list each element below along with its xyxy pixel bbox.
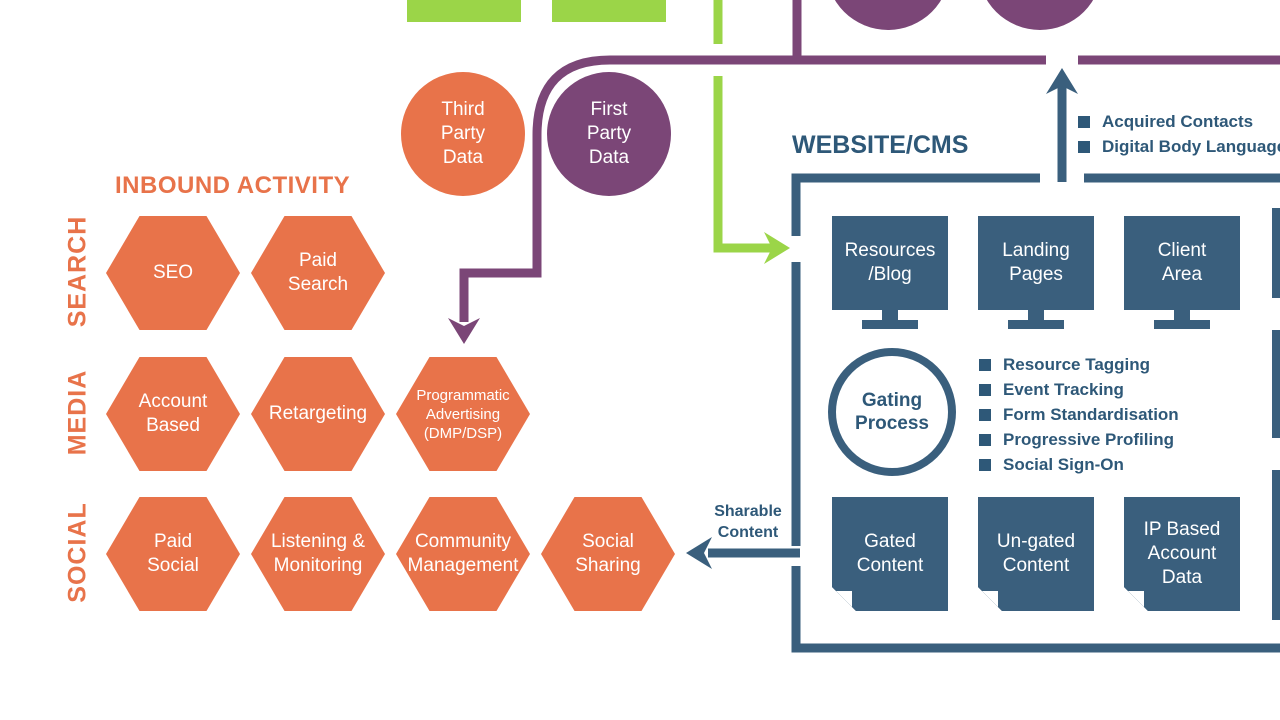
- monitor-base: [1154, 320, 1210, 329]
- feature-form-standardisation: Form Standardisation: [979, 402, 1179, 427]
- doc-gated-content: Gated Content: [832, 497, 948, 611]
- feature-resource-tagging: Resource Tagging: [979, 352, 1179, 377]
- green-block-right: [552, 0, 666, 22]
- hex-retargeting: Retargeting: [251, 357, 385, 471]
- green-block-left: [407, 0, 521, 22]
- hex-community-management-label: Community Management: [407, 531, 519, 576]
- frame-edge-3: [1272, 470, 1280, 620]
- monitor-neck: [882, 310, 898, 320]
- website-cms-title: WEBSITE/CMS: [792, 131, 969, 159]
- monitor-base: [862, 320, 918, 329]
- green-arrow-head: [764, 232, 790, 264]
- row-label-search: SEARCH: [63, 215, 92, 328]
- purple-arrow-head: [448, 318, 480, 344]
- monitor-resources-blog: Resources /Blog: [832, 216, 948, 332]
- monitor-neck: [1028, 310, 1044, 320]
- monitor-landing-pages-screen: Landing Pages: [978, 216, 1094, 310]
- doc-fold-icon: [832, 587, 856, 611]
- website-frame-top: [791, 173, 1040, 236]
- hex-paid-search-label: Paid Search: [287, 250, 349, 295]
- doc-gated-content-label: Gated Content: [856, 531, 924, 576]
- gating-process-circle: Gating Process: [828, 348, 956, 476]
- monitor-neck: [1174, 310, 1190, 320]
- row-label-social: SOCIAL: [63, 502, 92, 603]
- feature-event-tracking: Event Tracking: [979, 377, 1179, 402]
- website-outputs-list: Acquired Contacts Digital Body Language: [1078, 109, 1280, 159]
- inbound-activity-title: INBOUND ACTIVITY: [115, 172, 351, 199]
- hex-seo-label: SEO: [152, 262, 194, 283]
- hex-listening-monitoring: Listening & Monitoring: [251, 497, 385, 611]
- monitor-client-area: Client Area: [1124, 216, 1240, 332]
- hex-paid-social-label: Paid Social: [147, 531, 199, 576]
- first-party-data-circle: First Party Data: [547, 72, 671, 196]
- hex-account-based-label: Account Based: [138, 391, 208, 436]
- hex-social-sharing-label: Social Sharing: [575, 531, 641, 576]
- feature-social-sign-on: Social Sign-On: [979, 452, 1179, 477]
- doc-ungated-content-label: Un-gated Content: [996, 531, 1076, 576]
- sharable-content-label: Sharable Content: [714, 503, 782, 541]
- navy-up-arrow-head: [1046, 68, 1078, 94]
- output-acquired-contacts: Acquired Contacts: [1078, 109, 1280, 134]
- website-frame-bottom: [791, 566, 1280, 653]
- monitor-landing-pages-label: Landing Pages: [1002, 240, 1070, 285]
- frame-edge-1: [1272, 208, 1280, 298]
- monitor-base: [1008, 320, 1064, 329]
- monitor-landing-pages: Landing Pages: [978, 216, 1094, 332]
- monitor-resources-blog-label: Resources /Blog: [844, 240, 936, 285]
- green-line-to-website: [713, 76, 772, 253]
- doc-fold-icon: [1124, 587, 1148, 611]
- hex-programmatic-advertising: Programmatic Advertising (DMP/DSP): [396, 357, 530, 471]
- purple-line-to-media: [459, 55, 1046, 322]
- monitor-client-area-screen: Client Area: [1124, 216, 1240, 310]
- purple-circle-top-right: [986, 0, 1094, 30]
- purple-circle-top-left: [834, 0, 942, 30]
- sharable-arrow-head: [686, 537, 712, 569]
- doc-ip-based-account-data-label: IP Based Account Data: [1143, 519, 1221, 588]
- hex-listening-monitoring-label: Listening & Monitoring: [270, 531, 365, 576]
- hex-retargeting-label: Retargeting: [268, 403, 368, 424]
- gating-features-list: Resource Tagging Event Tracking Form Sta…: [979, 352, 1179, 477]
- output-digital-body-language: Digital Body Language: [1078, 134, 1280, 159]
- row-label-media: MEDIA: [63, 369, 92, 456]
- third-party-data-circle: Third Party Data: [401, 72, 525, 196]
- hex-paid-search: Paid Search: [251, 216, 385, 330]
- hex-programmatic-advertising-label: Programmatic Advertising (DMP/DSP): [416, 386, 510, 442]
- gating-process-label: Gating Process: [855, 390, 929, 434]
- monitor-client-area-label: Client Area: [1157, 240, 1207, 285]
- frame-edge-2: [1272, 330, 1280, 438]
- doc-fold-icon: [978, 587, 1002, 611]
- first-party-data-label: First Party Data: [586, 99, 632, 168]
- hex-community-management: Community Management: [396, 497, 530, 611]
- feature-progressive-profiling: Progressive Profiling: [979, 427, 1179, 452]
- monitor-resources-blog-screen: Resources /Blog: [832, 216, 948, 310]
- third-party-data-label: Third Party Data: [440, 99, 486, 168]
